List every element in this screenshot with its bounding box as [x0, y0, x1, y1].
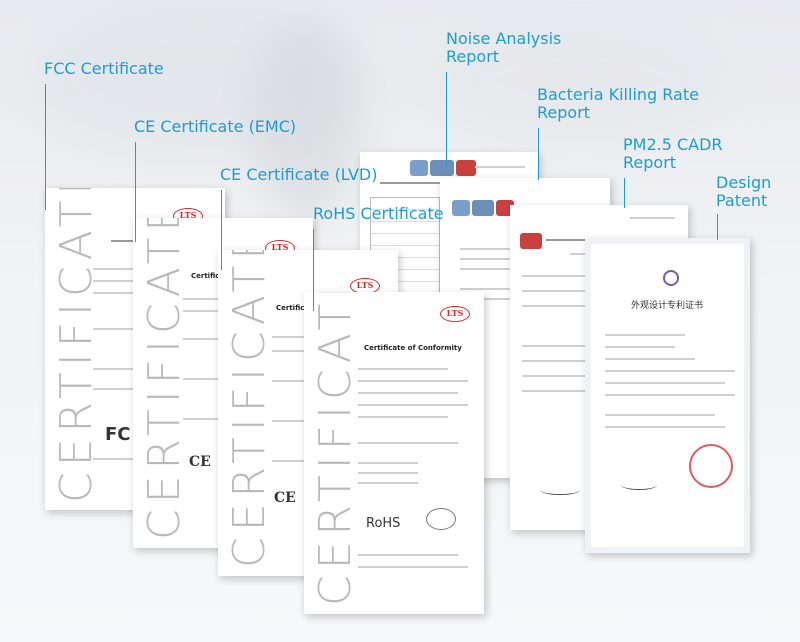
pm25-callout-line — [624, 178, 625, 208]
text-line — [93, 292, 133, 294]
text-line — [272, 460, 332, 462]
text-line — [522, 305, 632, 307]
pm25-callout-line1: PM2.5 CADR — [623, 135, 723, 154]
text-line — [272, 380, 312, 382]
signature — [621, 480, 657, 490]
ce-emc-callout: CE Certificate (EMC) — [134, 117, 297, 136]
cma-logo — [496, 200, 514, 216]
design-patent-sheet: 外观设计专利证书 — [585, 238, 750, 553]
design-callout-line1: Design — [716, 173, 772, 192]
text-line — [272, 350, 312, 352]
text-line — [93, 368, 143, 370]
cma-logo — [520, 233, 542, 249]
certificate-vertical-text: CERTIFICATE — [310, 292, 361, 606]
text-line — [605, 426, 725, 428]
text-line — [358, 368, 448, 370]
certificate-vertical-text: CERTIFICATE — [224, 250, 275, 568]
fcc-logo: FC — [105, 424, 131, 445]
cnas-text-logo — [430, 160, 454, 176]
fcc-callout: FCC Certificate — [44, 59, 164, 78]
stamp — [426, 508, 456, 530]
design-callout-line — [717, 214, 718, 240]
text-line — [358, 566, 468, 568]
text-line — [358, 392, 458, 394]
text-line — [605, 394, 735, 396]
noise-callout-line2: Report — [446, 47, 500, 66]
text-line — [93, 388, 163, 390]
bacteria-callout-line — [538, 128, 539, 180]
text-line — [93, 328, 133, 330]
ce-logo: CE — [189, 454, 211, 470]
text-line — [522, 390, 642, 392]
text-line — [183, 418, 243, 420]
text-line — [93, 458, 143, 460]
bacteria-callout-line2: Report — [537, 103, 591, 122]
ce-emc-callout-line — [135, 142, 136, 242]
text-line — [605, 370, 735, 372]
bacteria-callout-line1: Bacteria Killing Rate — [537, 85, 699, 104]
text-line — [183, 378, 223, 380]
text-line — [605, 358, 695, 360]
text-line — [272, 336, 312, 338]
cnas-logo — [452, 200, 470, 216]
text-line — [358, 442, 458, 444]
cnas-text-logo — [472, 200, 494, 216]
background-figure — [250, 20, 360, 220]
text-line — [93, 268, 133, 270]
text-line — [522, 275, 642, 277]
text-line — [358, 554, 458, 556]
noise-callout-line — [446, 72, 447, 166]
text-line — [358, 462, 418, 464]
ce-lvd-callout: CE Certificate (LVD) — [220, 165, 378, 184]
fcc-callout-line — [45, 84, 46, 210]
rohs-logo: RoHS — [366, 516, 401, 531]
text-line — [358, 482, 418, 484]
text-line — [183, 338, 223, 340]
ce-logo: CE — [274, 490, 296, 506]
certificate-title: Certificate of Conformity — [364, 344, 462, 352]
text-line — [605, 382, 725, 384]
rohs-callout: RoHS Certificate — [313, 204, 444, 223]
text-line — [605, 346, 675, 348]
patent-title: 外观设计专利证书 — [631, 301, 704, 311]
rohs-callout-line — [313, 229, 314, 311]
background-shelf — [430, 20, 730, 140]
text-line — [475, 166, 525, 168]
text-line — [630, 217, 675, 219]
pm25-callout-line2: Report — [623, 153, 677, 172]
cnas-logo — [410, 160, 428, 176]
design-callout-line2: Patent — [716, 191, 768, 210]
red-seal — [689, 444, 733, 488]
patent-emblem — [663, 270, 679, 286]
text-line — [183, 298, 223, 300]
text-line — [93, 280, 133, 282]
rohs-certificate-sheet: CERTIFICATE LTS Certificate of Conformit… — [304, 292, 484, 614]
text-line — [605, 334, 685, 336]
noise-callout-line1: Noise Analysis — [446, 29, 562, 48]
certificate-vertical-text: CERTIFICATE — [51, 188, 102, 503]
text-line — [460, 248, 550, 250]
text-line — [605, 414, 715, 416]
text-line — [183, 310, 223, 312]
text-line — [358, 404, 468, 406]
text-line — [460, 258, 530, 260]
cma-logo — [456, 160, 476, 176]
text-line — [358, 380, 468, 382]
signature — [540, 485, 580, 495]
text-line — [358, 472, 418, 474]
text-line — [460, 298, 550, 300]
lts-logo: LTS — [440, 306, 470, 322]
text-line — [358, 416, 448, 418]
ce-lvd-callout-line — [221, 190, 222, 270]
